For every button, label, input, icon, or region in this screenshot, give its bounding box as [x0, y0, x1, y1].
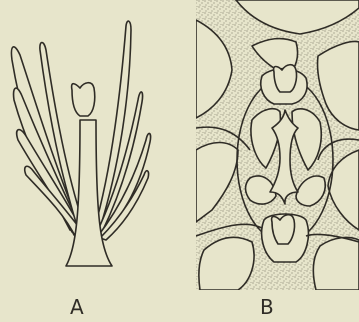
panel-b-label: B: [260, 297, 274, 317]
panel-b-drawing: [196, 0, 359, 290]
panel-a-label: A: [70, 297, 84, 317]
panel-a-drawing: [11, 21, 150, 266]
